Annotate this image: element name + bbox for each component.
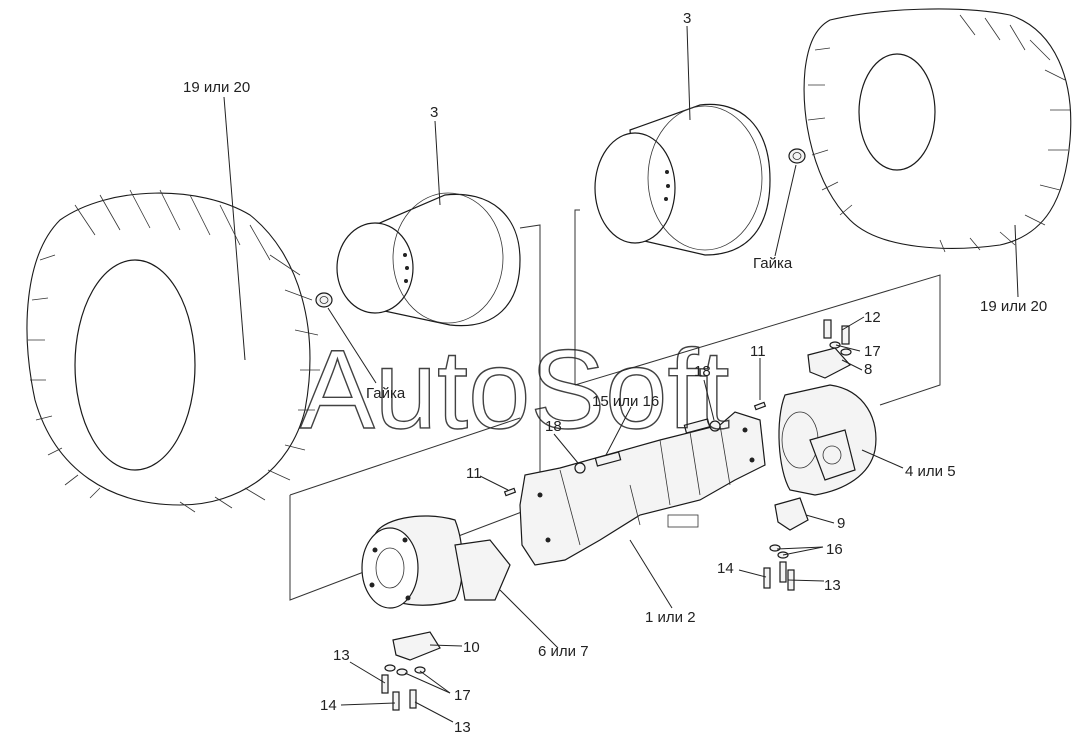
callout-pin-left: 11 [466,465,482,482]
right-wheel-nut [788,148,806,164]
callout-tire-left: 19 или 20 [183,79,250,96]
callout-nut-left: Гайка [366,385,406,402]
callout-bracket-8: 8 [864,361,872,378]
callout-nut-right: Гайка [753,255,793,272]
callout-labels: 19 или 20 19 или 20 3 3 Гайка Гайка 1 ил… [183,10,1047,736]
callout-washers-17-left: 17 [454,687,471,704]
callout-tire-right: 19 или 20 [980,298,1047,315]
callout-hub-left: 6 или 7 [538,643,589,660]
right-tire [803,8,1072,253]
watermark-logo: AutoSoft [300,327,730,452]
callout-hub-right: 4 или 5 [905,463,956,480]
callout-nut-18-left: 18 [545,418,562,435]
bracket-8 [807,347,851,379]
left-lower-frame [289,417,521,496]
callout-nut-18-right: 18 [694,363,711,380]
callout-bolt-13-left-bottom: 13 [454,719,471,736]
callout-bolt-15-16: 15 или 16 [592,393,659,410]
callout-bolt-12: 12 [864,309,881,326]
callout-bolt-13-right: 13 [824,577,841,594]
callout-bracket-9: 9 [837,515,845,532]
leader-lines [223,25,1019,723]
right-hub-reducer [778,384,877,496]
callout-washers-16: 16 [826,541,843,558]
callout-rim-left: 3 [430,104,438,121]
left-hub-reducer [361,515,511,609]
fasteners [381,319,852,711]
right-rim [594,103,771,256]
callout-bracket-10: 10 [463,639,480,656]
callout-rim-right: 3 [683,10,691,27]
callout-bolt-14-left: 14 [320,697,337,714]
callout-bolt-13-left-top: 13 [333,647,350,664]
callout-housing: 1 или 2 [645,609,696,626]
bracket-10 [392,631,441,661]
left-rim [336,192,521,327]
left-tire [26,189,320,513]
callout-pin-right: 11 [750,343,766,360]
callout-bolt-14-right: 14 [717,560,734,577]
bracket-9 [774,497,809,531]
left-wheel-nut [315,292,333,308]
callout-washers-17-right: 17 [864,343,881,360]
right-explode-frame [574,209,941,406]
